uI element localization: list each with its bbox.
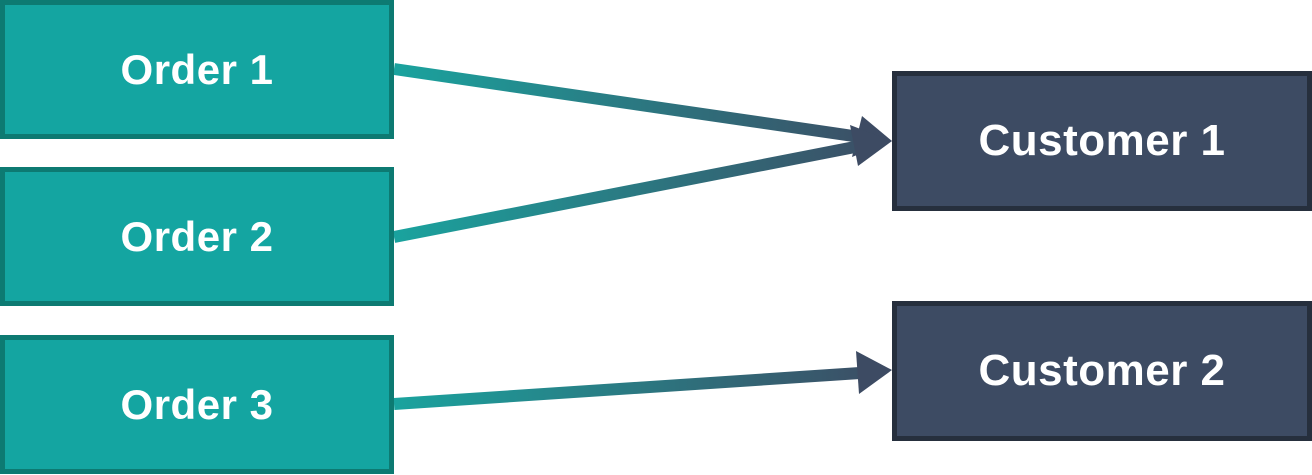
order-3-label: Order 3: [120, 380, 274, 428]
customer-2-box: Customer 2: [892, 301, 1312, 441]
arrowhead-icon: [850, 125, 892, 166]
order-2-box: Order 2: [0, 167, 394, 306]
arrowhead-icon: [856, 351, 892, 394]
order-3-box: Order 3: [0, 335, 394, 474]
arrow-order-3-to-customer-2: [393, 351, 892, 410]
order-1-box: Order 1: [0, 0, 394, 139]
customer-1-label: Customer 1: [978, 116, 1226, 165]
arrow-order-2-to-customer-1: [392, 125, 892, 243]
customer-2-label: Customer 2: [978, 346, 1226, 395]
order-1-label: Order 1: [120, 45, 274, 93]
customer-1-box: Customer 1: [892, 71, 1312, 211]
order-2-label: Order 2: [120, 212, 274, 260]
arrow-order-1-to-customer-1: [393, 63, 892, 157]
